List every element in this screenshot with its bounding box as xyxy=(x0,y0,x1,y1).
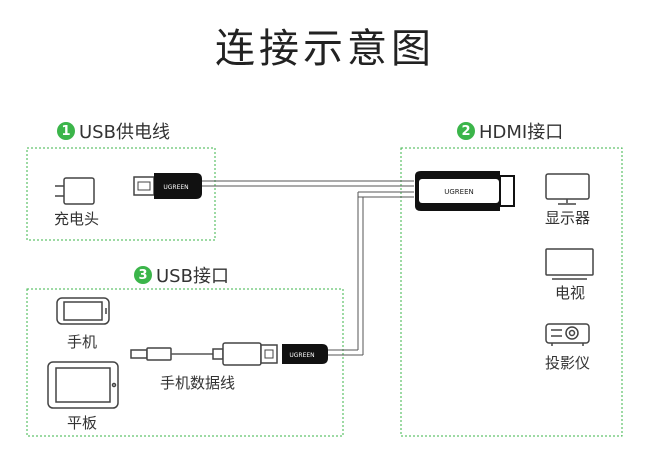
number-badge: 3 xyxy=(134,266,152,284)
usb-power-plug-icon: UGREEN xyxy=(133,173,202,199)
usb-socket-icon: UGREEN xyxy=(282,344,328,364)
hdmi-plug-icon: UGREEN xyxy=(415,171,515,211)
hdmi-plug-brand: UGREEN xyxy=(444,188,474,196)
section-hdmi: 2 HDMI接口 xyxy=(457,118,563,144)
projector-label: 投影仪 xyxy=(545,354,591,372)
section-label: HDMI接口 xyxy=(479,122,564,143)
section-label: USB供电线 xyxy=(79,122,170,143)
number-badge: 2 xyxy=(457,122,475,140)
section-usb-port: 3 USB接口 xyxy=(134,262,229,288)
charger-label: 充电头 xyxy=(54,210,100,228)
phone-icon xyxy=(56,297,110,325)
phone-label: 手机 xyxy=(67,333,98,351)
section-usb-power: 1 USB供电线 xyxy=(57,118,170,144)
section-label: USB接口 xyxy=(156,266,229,287)
page-title: 连接示意图 xyxy=(215,26,435,72)
usb-plug-brand: UGREEN xyxy=(163,184,188,191)
tablet-label: 平板 xyxy=(67,414,98,432)
tv-icon xyxy=(545,248,594,280)
usb-power-box xyxy=(26,147,216,241)
number-badge: 1 xyxy=(57,122,75,140)
data-cable-label: 手机数据线 xyxy=(160,374,236,392)
phone-data-cable-icon xyxy=(130,342,278,366)
usb-socket-brand: UGREEN xyxy=(289,352,314,359)
cable-lines xyxy=(200,180,414,356)
display-label: 显示器 xyxy=(545,209,591,227)
monitor-icon xyxy=(545,173,590,205)
tv-label: 电视 xyxy=(555,284,586,302)
usb-port-box xyxy=(26,288,344,437)
hdmi-box xyxy=(400,147,623,437)
charger-icon xyxy=(55,177,95,205)
projector-icon xyxy=(545,323,590,346)
tablet-icon xyxy=(47,361,119,409)
